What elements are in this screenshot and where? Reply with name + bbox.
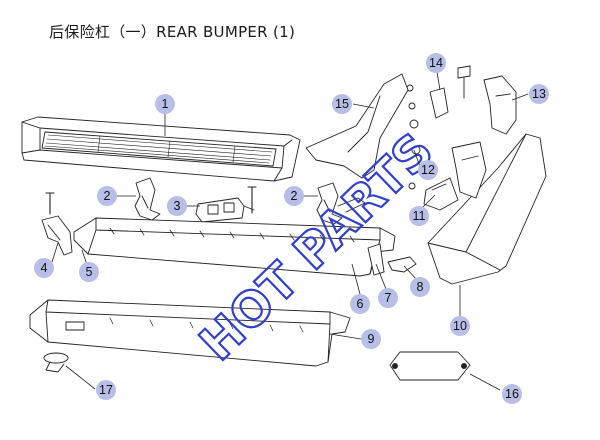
upper-bracket-part xyxy=(483,75,517,135)
callout-6-bubble xyxy=(350,294,370,314)
bumper-beam-lower-part xyxy=(29,299,351,367)
callout-14-bubble xyxy=(426,53,446,73)
bracket-left-part xyxy=(134,177,161,221)
callout-4-label: 4 xyxy=(41,261,48,275)
step-pad-part xyxy=(21,116,301,182)
callout-12-bubble xyxy=(418,160,438,180)
side-bracket-part xyxy=(423,177,459,211)
callout-13-label: 13 xyxy=(532,87,546,101)
callout-14-label: 14 xyxy=(429,56,443,70)
end-bracket-part xyxy=(41,215,73,256)
callout-17-bubble xyxy=(96,380,116,400)
callout-10-label: 10 xyxy=(453,319,467,333)
callout-2a-bubble xyxy=(97,186,117,206)
end-clip-part xyxy=(367,243,417,276)
callout-5-bubble xyxy=(79,262,99,282)
callout-11-bubble xyxy=(409,206,429,226)
callout-1-bubble xyxy=(155,94,175,114)
bolt-hardware-part xyxy=(406,65,471,190)
callout-15-bubble xyxy=(332,94,352,114)
callout-2b-label: 2 xyxy=(291,189,298,203)
callout-16-label: 16 xyxy=(505,387,519,401)
callout-labels: 1 2 3 2 4 5 6 7 8 9 10 11 12 13 14 15 16… xyxy=(41,56,546,401)
callout-15-label: 15 xyxy=(335,97,349,111)
callout-2b-bubble xyxy=(284,186,304,206)
callout-16-bubble xyxy=(502,384,522,404)
diagram-title: 后保险杠（一）REAR BUMPER (1) xyxy=(49,23,296,41)
bumper-end-cap-part xyxy=(427,133,547,285)
callout-11-label: 11 xyxy=(413,209,426,223)
callout-13-bubble xyxy=(529,84,549,104)
callout-7-bubble xyxy=(378,288,398,308)
bumper-beam-upper-part xyxy=(73,217,396,277)
callout-bubbles xyxy=(34,53,549,404)
callout-6-label: 6 xyxy=(357,297,364,311)
callout-1-label: 1 xyxy=(162,97,169,111)
callout-2a-label: 2 xyxy=(104,189,111,203)
callout-8-label: 8 xyxy=(417,280,424,294)
callout-3-label: 3 xyxy=(174,199,181,213)
callout-10-bubble xyxy=(450,316,470,336)
bracket-right-part xyxy=(316,182,366,225)
callout-9-label: 9 xyxy=(368,332,375,346)
callout-9-bubble xyxy=(361,329,381,349)
mount-bracket-part xyxy=(451,141,487,199)
callout-4-bubble xyxy=(34,258,54,278)
license-lamp-part xyxy=(389,351,471,381)
callout-3-bubble xyxy=(167,196,187,216)
center-bracket-part xyxy=(195,197,255,223)
bumper-stay-part xyxy=(305,73,409,179)
callout-8-bubble xyxy=(410,277,430,297)
clip-part xyxy=(43,352,69,373)
callout-12-label: 12 xyxy=(421,163,435,177)
callout-7-label: 7 xyxy=(385,291,392,305)
callout-5-label: 5 xyxy=(86,265,93,279)
callout-17-label: 17 xyxy=(99,383,113,397)
